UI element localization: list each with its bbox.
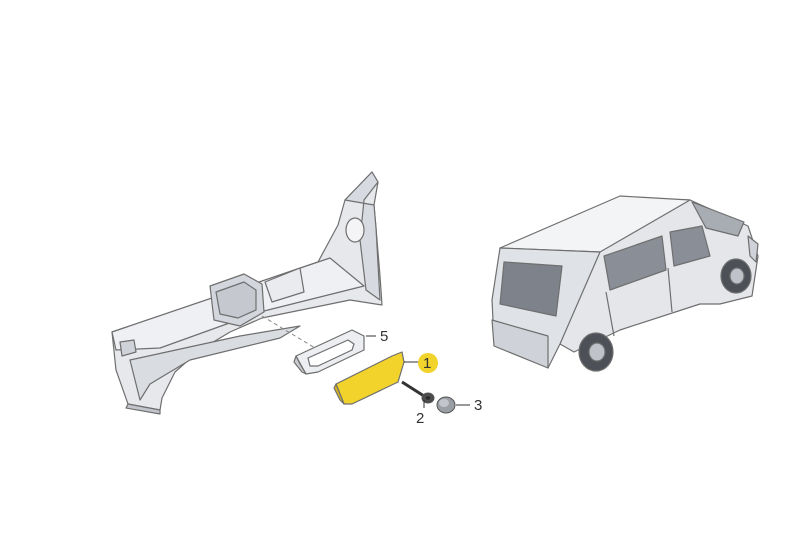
callout-1-highlight: [418, 353, 438, 373]
callout-label-3: 3: [474, 397, 482, 414]
part-3-cap: [436, 396, 456, 414]
part-2-screw: [401, 380, 435, 404]
part-1-trim-highlighted: [333, 351, 405, 405]
part-5-bracket: [293, 329, 365, 375]
van-illustration: [491, 195, 759, 372]
interior-side-panel: [111, 171, 383, 415]
callout-leaders: [366, 335, 470, 408]
callout-label-5: 5: [380, 328, 388, 345]
callout-label-2: 2: [416, 410, 424, 427]
callout-label-1: 1: [423, 355, 431, 372]
